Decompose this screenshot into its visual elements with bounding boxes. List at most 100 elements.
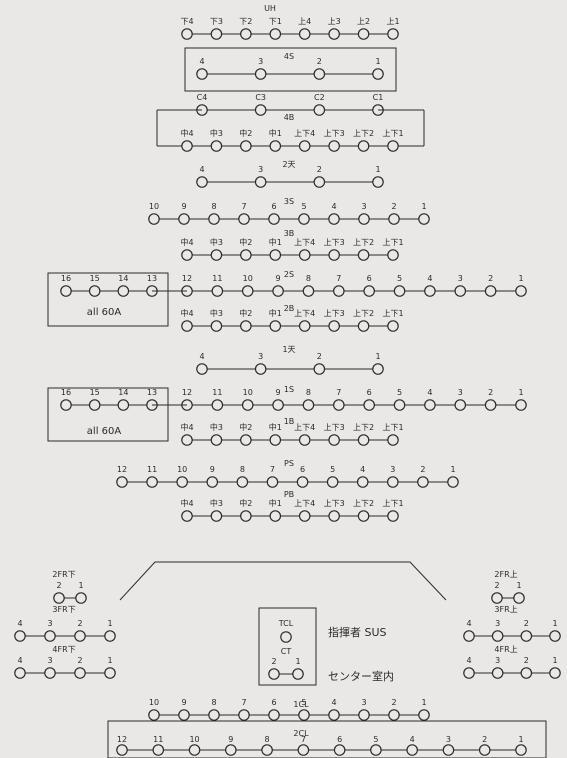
outlet-circle xyxy=(491,630,504,642)
outlet-label: 5 xyxy=(330,465,335,474)
outlet-circle xyxy=(326,476,339,488)
outlet-circle xyxy=(442,744,455,756)
outlet-label: 5 xyxy=(301,202,306,211)
outlet-circle xyxy=(454,285,467,297)
outlet-circle xyxy=(269,28,282,40)
sus-label: 指揮者 SUS xyxy=(328,625,387,639)
outlet-label: 7 xyxy=(270,465,275,474)
row-title: 1天 xyxy=(282,345,295,354)
outlet-label: 2 xyxy=(391,202,396,211)
outlet-circle xyxy=(269,434,282,446)
side-title: 2FR下 xyxy=(52,570,75,579)
outlet-label: 1 xyxy=(375,165,380,174)
outlet-label: 6 xyxy=(367,274,372,283)
outlet-label: 上下4 xyxy=(294,238,315,247)
outlet-label: 中4 xyxy=(180,237,193,247)
outlet-circle xyxy=(328,28,340,40)
outlet-circle xyxy=(210,140,223,152)
outlet-circle xyxy=(302,399,315,411)
outlet-circle xyxy=(272,285,284,297)
outlet-label: 4 xyxy=(331,698,336,707)
outlet-label: 1 xyxy=(450,465,455,474)
outlet-label: 4 xyxy=(199,165,204,174)
outlet-label: 5 xyxy=(397,274,402,283)
outlet-label: 中2 xyxy=(239,308,252,318)
outlet-label: 8 xyxy=(211,698,216,707)
outlet-circle xyxy=(104,630,116,642)
outlet-circle xyxy=(206,476,219,488)
outlet-label: 2 xyxy=(77,656,82,665)
outlet-label: 4 xyxy=(17,619,22,628)
outlet-label: 3 xyxy=(458,388,463,397)
outlet-label: 9 xyxy=(181,698,186,707)
outlet-label: 上下3 xyxy=(324,238,345,247)
outlet-circle xyxy=(53,592,65,604)
outlet-label: 16 xyxy=(61,274,71,283)
outlet-circle xyxy=(302,285,315,297)
outlet-circle xyxy=(549,667,561,679)
group-box-60A xyxy=(47,387,169,442)
outlet-label: 1 xyxy=(295,657,300,666)
outlet-label: 上下1 xyxy=(382,238,403,247)
side-title: 2FR上 xyxy=(494,570,517,579)
outlet-circle xyxy=(418,213,430,225)
outlet-circle xyxy=(313,363,326,375)
outlet-label: 中2 xyxy=(239,422,252,432)
row-title: UH xyxy=(264,4,276,13)
outlet-label: C4 xyxy=(197,93,208,102)
outlet-circle xyxy=(387,476,399,488)
outlet-circle xyxy=(268,668,280,680)
outlet-label: 上下2 xyxy=(353,499,374,508)
outlet-label: 3 xyxy=(446,735,451,744)
outlet-circle xyxy=(88,285,101,297)
outlet-label: 1 xyxy=(421,202,426,211)
outlet-label: 中2 xyxy=(239,237,252,247)
outlet-circle xyxy=(387,320,399,332)
outlet-label: 上下4 xyxy=(294,423,315,432)
row-title: PS xyxy=(284,459,294,468)
outlet-label: 2 xyxy=(391,698,396,707)
ct-label: CT xyxy=(281,647,292,656)
outlet-circle xyxy=(116,476,128,488)
outlet-label: 下3 xyxy=(210,17,223,26)
outlet-label: 6 xyxy=(337,735,342,744)
outlet-label: 7 xyxy=(241,202,246,211)
outlet-label: 上下4 xyxy=(294,129,315,138)
outlet-circle xyxy=(298,709,310,721)
outlet-circle xyxy=(424,399,436,411)
outlet-label: 2 xyxy=(271,657,276,666)
outlet-label: 13 xyxy=(147,274,157,283)
outlet-circle xyxy=(454,399,467,411)
outlet-label: 11 xyxy=(153,735,163,744)
outlet-label: C1 xyxy=(373,93,384,102)
outlet-circle xyxy=(44,667,56,679)
outlet-label: 上下4 xyxy=(294,499,315,508)
outlet-circle xyxy=(188,744,201,756)
outlet-circle xyxy=(210,434,223,446)
row-title: 2CL xyxy=(293,729,309,738)
outlet-circle xyxy=(418,709,430,721)
outlet-label: 1 xyxy=(516,581,521,590)
outlet-circle xyxy=(117,399,130,411)
outlet-label: 上2 xyxy=(357,17,370,26)
outlet-circle xyxy=(298,28,311,40)
outlet-circle xyxy=(387,434,399,446)
outlet-circle xyxy=(388,213,400,225)
outlet-label: 16 xyxy=(61,388,71,397)
outlet-circle xyxy=(181,140,193,152)
outlet-circle xyxy=(328,213,340,225)
outlet-circle xyxy=(520,630,533,642)
outlet-label: 上下3 xyxy=(324,309,345,318)
outlet-circle xyxy=(363,285,375,297)
outlet-circle xyxy=(240,28,252,40)
outlet-label: 上下2 xyxy=(353,309,374,318)
outlet-label: 12 xyxy=(182,388,192,397)
outlet-circle xyxy=(74,630,86,642)
outlet-circle xyxy=(268,709,280,721)
outlet-label: 2 xyxy=(317,165,322,174)
outlet-circle xyxy=(211,399,224,411)
outlet-circle xyxy=(176,476,188,488)
outlet-circle xyxy=(491,592,503,604)
outlet-label: C3 xyxy=(255,93,266,102)
